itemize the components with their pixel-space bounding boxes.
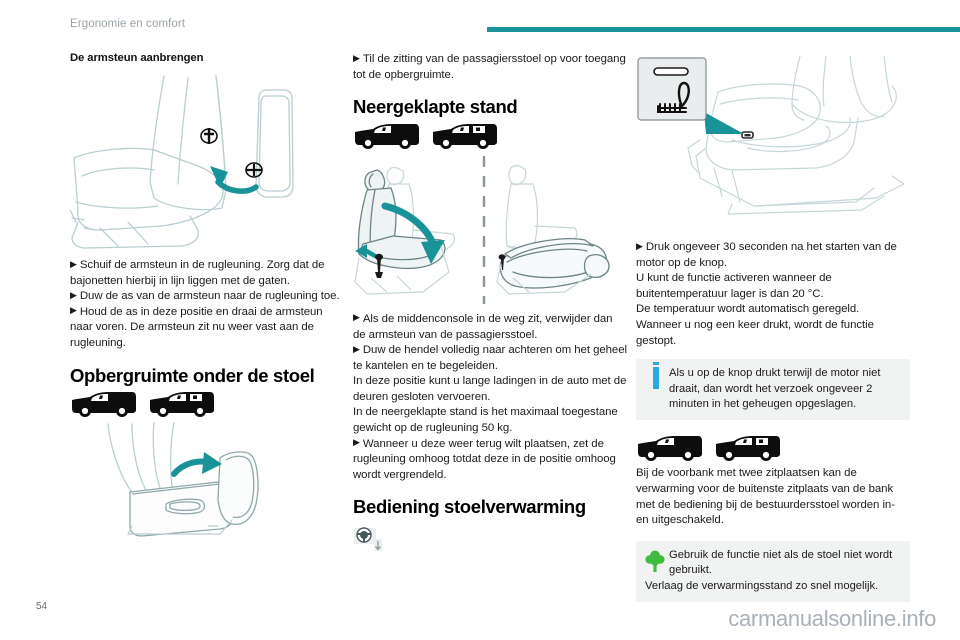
bullet-arrow-icon: ▶ xyxy=(353,437,360,448)
left-paragraph: ▶Duw de as van de armsteun naar de rugle… xyxy=(70,289,340,303)
left-paragraph: ▶Houd de as in deze positie en draai de … xyxy=(70,305,323,349)
left-paragraph: ▶Schuif de armsteun in de rugleuning. Zo… xyxy=(70,258,325,287)
page-header: Ergonomie en comfort xyxy=(0,18,960,44)
bullet-arrow-icon: ▶ xyxy=(70,289,77,300)
vehicle-icon-row xyxy=(636,436,910,462)
right-paragraph: De temperatuur wordt automatisch geregel… xyxy=(636,303,860,316)
folded-flat-seat-figure xyxy=(354,155,610,304)
eco-tree-icon xyxy=(645,548,667,573)
seat-heating-icon xyxy=(657,81,690,113)
content-columns: De armsteun aanbrengen xyxy=(0,52,960,602)
right-paragraph: ▶Druk ongeveer 30 seconden na het starte… xyxy=(636,240,897,269)
right-paragraph-after-icons: Bij de voorbank met twee zitplaatsen kan… xyxy=(636,467,895,527)
vehicle-icon-row xyxy=(70,392,344,418)
seat-heating-button-callout xyxy=(637,57,707,121)
middle-paragraph: In de neergeklapte stand is het maximaal… xyxy=(353,406,618,435)
teal-curved-arrow xyxy=(215,179,259,194)
vehicle-icon-row xyxy=(353,123,627,150)
column-left: De armsteun aanbrengen xyxy=(70,52,344,544)
chapter-title: Ergonomie en comfort xyxy=(70,18,186,30)
info-icon xyxy=(645,362,667,394)
teal-arrow-head xyxy=(210,166,228,188)
eco-note-box: Gebruik de functie niet als de stoel nie… xyxy=(636,540,910,602)
bullet-arrow-icon: ▶ xyxy=(353,343,360,354)
eco-note-text: Gebruik de functie niet als de stoel nie… xyxy=(669,548,893,577)
seat-heating-switch xyxy=(741,131,754,139)
right-paragraph: Wanneer u nog een keer drukt, wordt de f… xyxy=(636,318,874,347)
column-middle: ▶Til de zitting van de passagiersstoel o… xyxy=(353,52,627,561)
bullet-arrow-icon: ▶ xyxy=(353,312,360,323)
watermark: carmanualsonline.info xyxy=(728,606,936,631)
seat-armrest-install-figure xyxy=(70,75,294,249)
teal-arrow-head xyxy=(202,452,222,475)
info-note-text: Als u op de knop drukt terwijl de motor … xyxy=(669,367,881,410)
header-rule xyxy=(487,27,960,32)
under-seat-storage-figure xyxy=(107,422,259,537)
seat-lever-glyph xyxy=(498,254,506,270)
middle-paragraph: ▶Als de middenconsole in de weg zit, ver… xyxy=(353,312,613,341)
column-right: ▶Druk ongeveer 30 seconden na het starte… xyxy=(636,52,910,602)
bayonet-glyph-top xyxy=(200,128,218,144)
crew-van-icon xyxy=(150,392,214,418)
info-note-box: Als u op de knop drukt terwijl de motor … xyxy=(636,359,910,421)
left-heading: De armsteun aanbrengen xyxy=(70,52,204,64)
page-number: 54 xyxy=(36,601,48,612)
bullet-arrow-icon: ▶ xyxy=(70,305,77,316)
bullet-arrow-icon: ▶ xyxy=(70,258,77,269)
crew-van-icon xyxy=(433,123,497,149)
panel-van-icon xyxy=(72,392,136,418)
middle-paragraph: ▶Wanneer u deze weer terug wilt plaatsen… xyxy=(353,437,616,481)
middle-intro-paragraph: ▶Til de zitting van de passagiersstoel o… xyxy=(353,52,626,81)
bullet-arrow-icon: ▶ xyxy=(353,52,360,63)
seat-lever-glyph xyxy=(375,253,383,278)
panel-van-icon xyxy=(355,123,419,149)
middle-paragraph: In deze positie kunt u lange ladingen in… xyxy=(353,375,627,403)
left-section-heading: Opbergruimte onder de stoel xyxy=(70,364,315,386)
bayonet-glyph-right xyxy=(245,162,263,178)
middle-section-heading: Neergeklapte stand xyxy=(353,96,518,118)
seat-heating-button-figure xyxy=(637,56,905,215)
page-footer: 54 carmanualsonline.info xyxy=(0,582,960,640)
teal-callout-pointer xyxy=(704,112,744,134)
middle-section-heading-2: Bediening stoelverwarming xyxy=(353,496,586,518)
middle-paragraph: ▶Duw de hendel volledig naar achteren om… xyxy=(353,343,627,372)
teal-arrow-head-small xyxy=(355,243,367,258)
panel-van-icon xyxy=(638,436,702,462)
teal-arrow-head xyxy=(421,239,445,264)
teal-fold-arrow xyxy=(381,202,437,248)
crew-van-icon xyxy=(716,436,780,462)
steering-wheel-control-icon xyxy=(354,527,382,552)
eco-note-text-2: Verlaag de verwarmingsstand zo snel moge… xyxy=(645,579,879,592)
bullet-arrow-icon: ▶ xyxy=(636,240,643,251)
right-paragraph: U kunt de functie activeren wanneer de b… xyxy=(636,272,832,300)
